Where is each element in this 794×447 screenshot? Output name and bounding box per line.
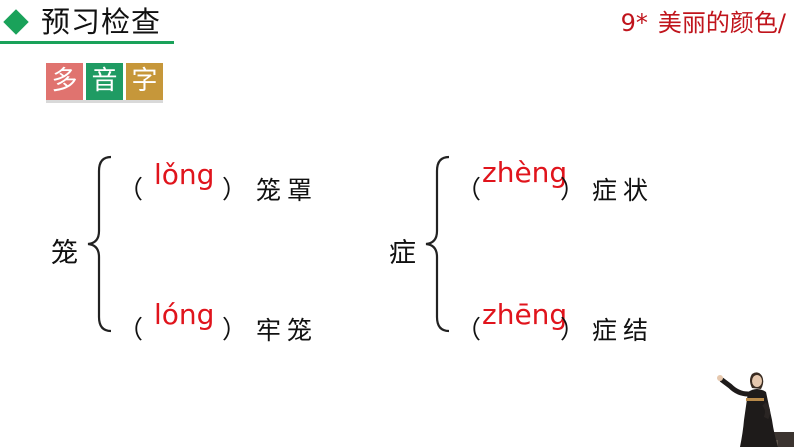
pinyin-answer: zhèng [482, 156, 568, 189]
paren-close: ） [560, 175, 586, 204]
tile-zi: 字 [126, 63, 163, 100]
lesson-number: 9* [620, 9, 648, 37]
header-underline [0, 41, 174, 44]
header-bar: 预习检查 9* 美丽的颜色/ [0, 0, 794, 46]
teacher-figure-image [717, 372, 794, 447]
section-title: 预习检查 [41, 5, 162, 39]
tiles-shadow [46, 100, 163, 103]
example-word: 牢笼 [256, 316, 319, 345]
group-character: 笼 [51, 238, 78, 269]
example-word: 症结 [592, 316, 655, 345]
paren-close: ） [560, 315, 586, 344]
lesson-name: 美丽的颜色/ [657, 9, 786, 37]
pinyin-answer: lóng [154, 298, 215, 331]
pinyin-answer: lǒng [154, 158, 215, 191]
paren-open: （ [118, 175, 144, 204]
group-character: 症 [389, 238, 416, 269]
paren-open: （ [456, 175, 482, 204]
paren-open: （ [118, 315, 144, 344]
pinyin-answer: zhēng [482, 298, 568, 331]
paren-close: ） [222, 315, 248, 344]
left-brace-icon [425, 155, 450, 333]
diamond-icon [3, 9, 29, 35]
left-brace-icon [87, 155, 112, 333]
example-word: 笼罩 [256, 176, 319, 205]
tile-duo: 多 [46, 63, 83, 100]
example-word: 症状 [592, 176, 655, 205]
lesson-title: 9* 美丽的颜色/ [621, 7, 786, 39]
paren-open: （ [456, 315, 482, 344]
tile-yin: 音 [86, 63, 123, 100]
paren-close: ） [222, 175, 248, 204]
